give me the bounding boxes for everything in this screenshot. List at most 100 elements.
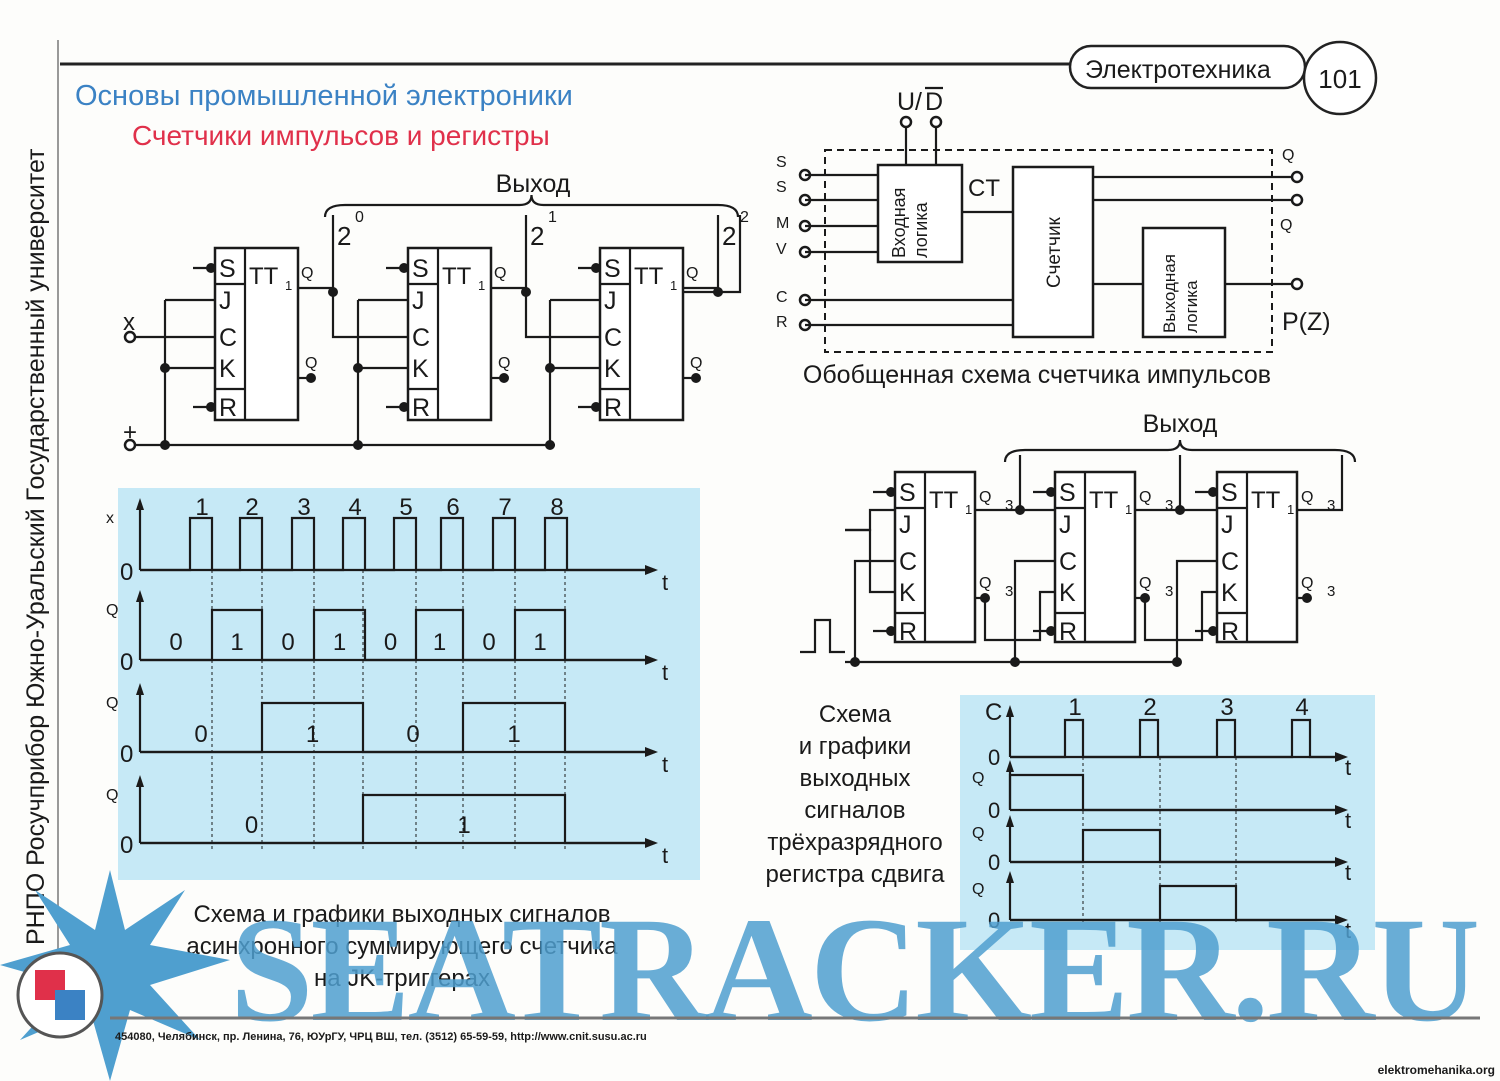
axis-arrow-icon (645, 655, 658, 665)
shape: S (776, 179, 787, 196)
shift-flipflop-1-pin-R: R (899, 618, 917, 646)
page-subtitle: Счетчики импульсов и регистры (132, 120, 550, 151)
axis-arrow-icon (1335, 752, 1348, 762)
output-brace (323, 194, 740, 218)
plus-label: + (123, 419, 137, 446)
undefined-sub: 25 (0, 0, 18, 4)
shift-flipflop-3-pin-S: S (1221, 479, 1238, 507)
counter-flipflop-2-type-sub: 1 (478, 278, 485, 293)
state-label: 1 (230, 629, 243, 656)
true: Q (1301, 575, 1313, 592)
true: Q (690, 355, 702, 372)
axis-arrow-icon (1006, 815, 1014, 827)
counter-flipflop-3-pin-R: R (604, 394, 622, 422)
shape: Q (106, 787, 118, 804)
counter-flipflop-1-pin-R: R (219, 394, 237, 422)
shift-caption-line: Схема (819, 701, 892, 728)
waveform-x (140, 516, 645, 572)
axis-arrow-icon (136, 683, 144, 695)
true-sub: 25 (0, 0, 18, 4)
shift-waveform-2 (1010, 828, 1335, 864)
shift-caption-line: выходных (799, 765, 910, 792)
output-logic-label: Выходная (1160, 254, 1179, 333)
shift-flipflop-1-type-sub: 1 (965, 502, 972, 517)
counter-flipflop-2-pin-R: R (412, 394, 430, 422)
weight-exp-0: 0 (355, 209, 364, 226)
axis-t-label: t (662, 843, 668, 868)
shift-axis-t: t (1345, 860, 1351, 885)
undefined-sub: 25 (0, 0, 18, 4)
junction-dot (206, 402, 216, 412)
axis-t-label: t (662, 660, 668, 685)
shift-k-wire (1143, 590, 1217, 642)
x-input-label: x (123, 309, 135, 336)
shift-flipflop-1-pin-K: K (899, 579, 916, 607)
clock-chain-wire (524, 292, 600, 339)
shift-output-sub: 3 (1005, 497, 1013, 514)
weight-0: 2 (337, 221, 351, 251)
page-title: Основы промышленной электроники (75, 80, 573, 112)
undefined-sub: 25 (0, 0, 18, 4)
counter-flipflop-2-pin-S: S (412, 255, 429, 283)
axis-arrow-icon (1335, 805, 1348, 815)
output-pz: P(Z) (1282, 308, 1331, 336)
shift-axis-t: t (1345, 755, 1351, 780)
shift-output-sub: 3 (1165, 497, 1173, 514)
counter-flipflop-3-type-sub: 1 (670, 278, 677, 293)
watermark-text: SEATRACKER.RU (230, 887, 1480, 1053)
junction-dot (1046, 487, 1056, 497)
true-sub: 25 (0, 0, 18, 4)
shift-flipflop-2-pin-S: S (1059, 479, 1076, 507)
junction-dot (545, 363, 555, 373)
true-sub: 26 (0, 0, 18, 4)
shift-flipflop-1-type: TT (929, 487, 959, 514)
junction-dot (691, 373, 701, 383)
axis-arrow-icon (1335, 857, 1348, 867)
axis-t-label: t (662, 570, 668, 595)
undefined-sub: 26 (0, 0, 18, 4)
shift-clock-wire (853, 559, 895, 662)
shape: Q (106, 602, 118, 619)
shape: M (776, 215, 789, 232)
state-label: 0 (169, 629, 182, 656)
shift-flipflop-2-type-sub: 1 (1125, 502, 1132, 517)
state-label: 0 (245, 812, 258, 839)
shift-flipflop-1-pin-C: C (899, 548, 917, 576)
counter-flipflop-1-type: TT (249, 263, 279, 290)
pulse-number: 5 (399, 494, 412, 521)
undefined-sub: 25 (0, 0, 18, 4)
shift-flipflop-3-pin-K: K (1221, 579, 1238, 607)
counter-output-label: Выход (496, 170, 571, 198)
axis-arrow-icon (136, 775, 144, 787)
output-logic-block (1141, 226, 1227, 339)
state-label: 0 (482, 629, 495, 656)
weight-exp-1: 1 (548, 209, 557, 226)
counter-flipflop-2-pin-C: C (412, 324, 430, 352)
undefined-sub: 25 (0, 0, 18, 4)
junction-dot (1208, 626, 1218, 636)
counter-flipflop-3 (598, 246, 685, 422)
plus-terminal (123, 438, 137, 452)
shape: C (776, 289, 788, 306)
counter-flipflop-2 (406, 246, 493, 422)
shift-axis-t: t (1345, 918, 1351, 943)
junction-dot (206, 263, 216, 273)
undefined-sub: 24 (0, 0, 18, 4)
shape: Q (106, 695, 118, 712)
starburst-logo-icon (0, 870, 230, 1081)
undefined-sub: 25 (0, 0, 18, 4)
state-label: 1 (306, 721, 319, 748)
counter-caption-line: асинхронного суммирующего счетчика (186, 933, 618, 960)
updown-label: U/ (897, 88, 922, 116)
true: Q (1139, 575, 1151, 592)
counter-flipflop-1 (213, 246, 300, 422)
pulse-number: 8 (550, 494, 563, 521)
shape: Q (972, 825, 984, 842)
undefined-sub: 25 (0, 0, 18, 4)
junction-dot (1015, 505, 1025, 515)
x-input-terminal (123, 330, 137, 344)
shape: S (776, 154, 787, 171)
shift-waveform-3 (1010, 884, 1335, 922)
